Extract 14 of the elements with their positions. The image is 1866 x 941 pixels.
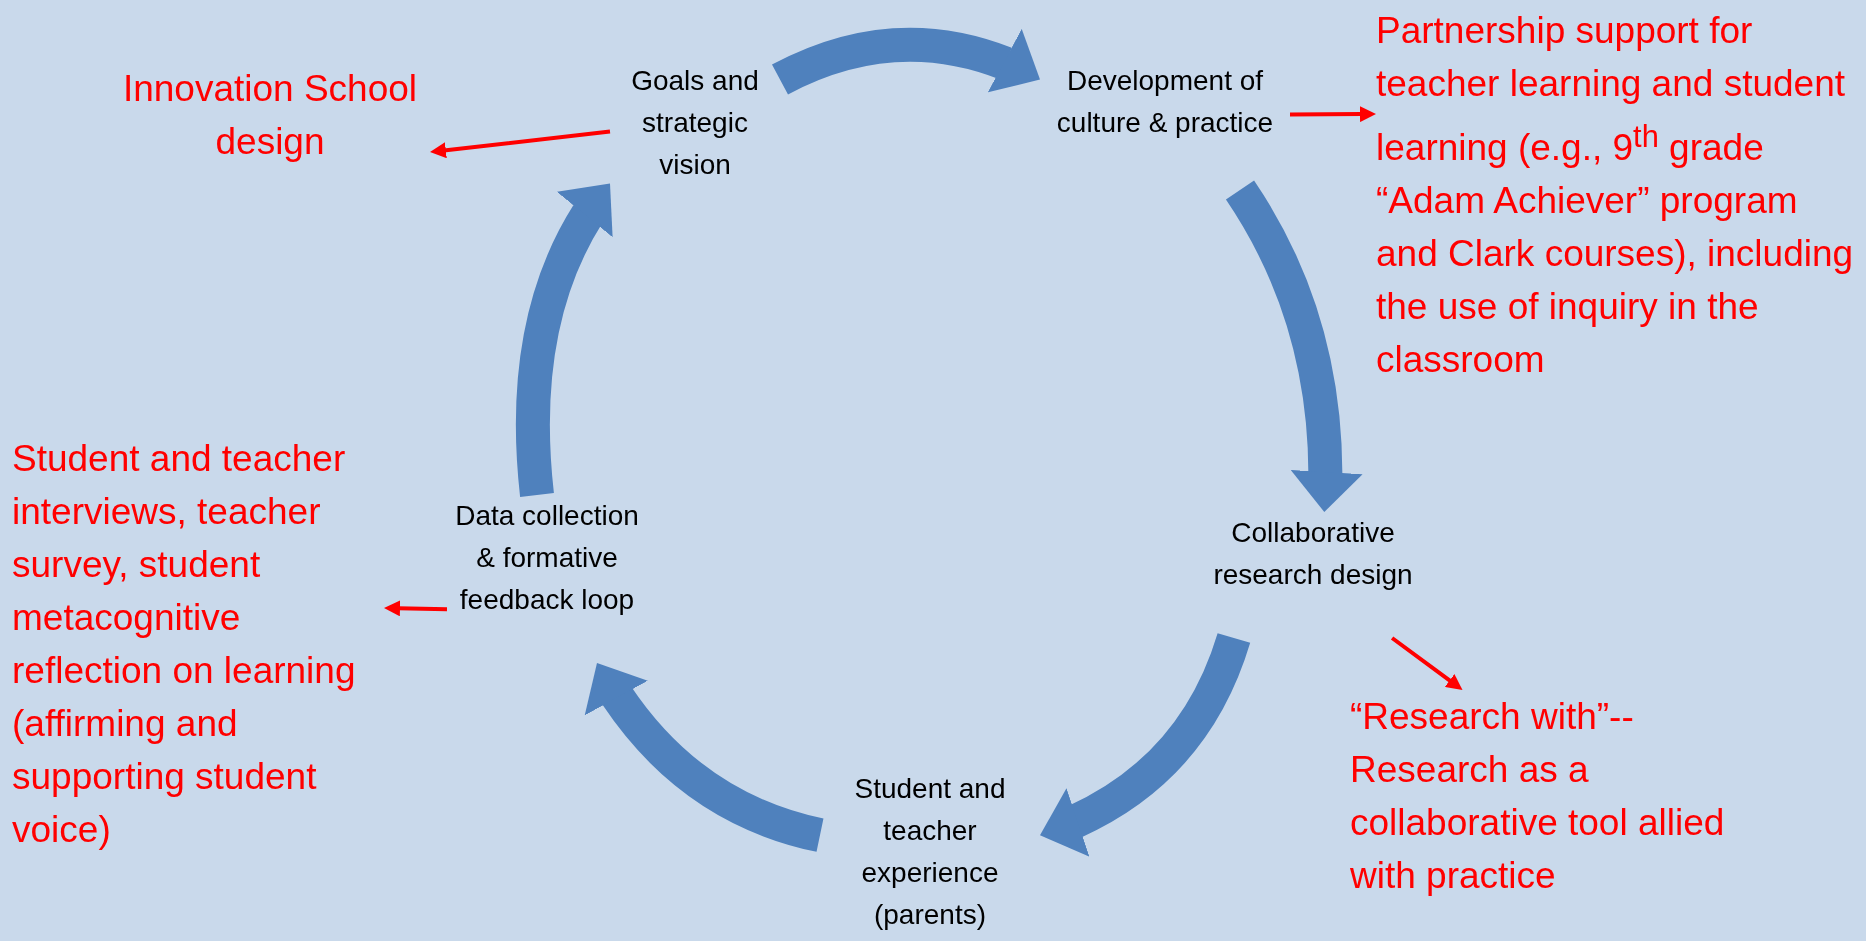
cycle-stage-label: Goals and strategic vision bbox=[610, 60, 780, 190]
arrow bbox=[383, 600, 448, 617]
annotation-text: Student and teacher interviews, teacher survey, student metacognitive reflection on learning (affirming and supporting student voice) bbox=[12, 432, 384, 872]
cycle-stage-label: Collaborative research design bbox=[1200, 512, 1426, 638]
arrow bbox=[429, 129, 611, 159]
annotation-text: “Research with”-- Research as a collaborative tool allied with practice bbox=[1350, 690, 1800, 902]
cycle-stage-label: Student and teacher experience (parents) bbox=[820, 768, 1040, 936]
cycle-stage-label: Data collection & formative feedback loop bbox=[447, 495, 647, 663]
cycle-stage-label: Development of culture & practice bbox=[1040, 60, 1290, 190]
annotation-text: Innovation School design bbox=[110, 62, 430, 168]
block-arrow bbox=[1225, 180, 1362, 513]
arrow bbox=[1290, 106, 1376, 123]
arrow bbox=[1390, 636, 1464, 692]
annotation-text: Partnership support for teacher learning and student learning (e.g., 9$^{th}$ grade “Adam Achiever” program and Clark courses), including the use of inquiry in the classroom bbox=[1376, 4, 1860, 444]
